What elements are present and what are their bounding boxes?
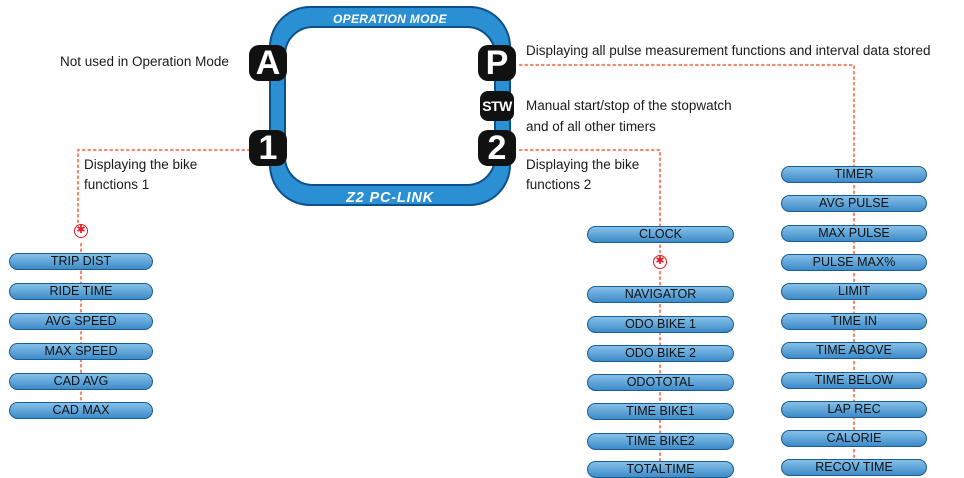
function-item: TIME BELOW (781, 372, 927, 389)
button-2[interactable]: 2 (478, 129, 516, 167)
annotation-button-1-line1: Displaying the bike (84, 157, 198, 172)
function-item: CAD MAX (9, 402, 153, 419)
annotation-button-a: Not used in Operation Mode (60, 54, 229, 69)
function-item: MAX SPEED (9, 343, 153, 360)
button-stw[interactable]: STW (480, 91, 514, 121)
annotation-stw-line1: Manual start/stop of the stopwatch (526, 98, 732, 113)
function-item: AVG PULSE (781, 195, 927, 212)
asterisk-circle-icon: ✱ (74, 224, 88, 238)
function-item: MAX PULSE (781, 225, 927, 242)
function-item: TIME IN (781, 313, 927, 330)
function-item: LIMIT (781, 283, 927, 300)
annotation-button-p: Displaying all pulse measurement functio… (526, 43, 931, 58)
button-a[interactable]: A (249, 44, 287, 82)
device-mode-title: OPERATION MODE (333, 12, 447, 26)
annotation-button-2-line1: Displaying the bike (526, 157, 640, 172)
function-item: TIMER (781, 166, 927, 183)
function-item: TOTALTIME (587, 461, 734, 478)
function-item: ODOTOTAL (587, 374, 734, 391)
function-item: ODO BIKE 2 (587, 345, 734, 362)
function-item: TIME BIKE1 (587, 403, 734, 420)
function-item: TRIP DIST (9, 253, 153, 270)
function-item: LAP REC (781, 401, 927, 418)
annotation-button-1-line2: functions 1 (84, 177, 150, 192)
function-item: PULSE MAX% (781, 254, 927, 271)
button-1[interactable]: 1 (249, 129, 287, 167)
function-item: CALORIE (781, 430, 927, 447)
function-item: CAD AVG (9, 373, 153, 390)
device-brand-label: Z2 PC-LINK (346, 190, 434, 206)
annotation-button-2-line2: functions 2 (526, 177, 592, 192)
function-item: TIME ABOVE (781, 342, 927, 359)
function-item: RECOV TIME (781, 459, 927, 476)
asterisk-circle-icon: ✱ (653, 255, 667, 269)
function-item: NAVIGATOR (587, 286, 734, 303)
function-item: RIDE TIME (9, 283, 153, 300)
function-item-clock: CLOCK (587, 226, 734, 243)
annotation-stw-line2: and of all other timers (526, 119, 656, 134)
function-item: TIME BIKE2 (587, 433, 734, 450)
button-p[interactable]: P (478, 44, 516, 82)
function-item: AVG SPEED (9, 313, 153, 330)
function-item: ODO BIKE 1 (587, 316, 734, 333)
